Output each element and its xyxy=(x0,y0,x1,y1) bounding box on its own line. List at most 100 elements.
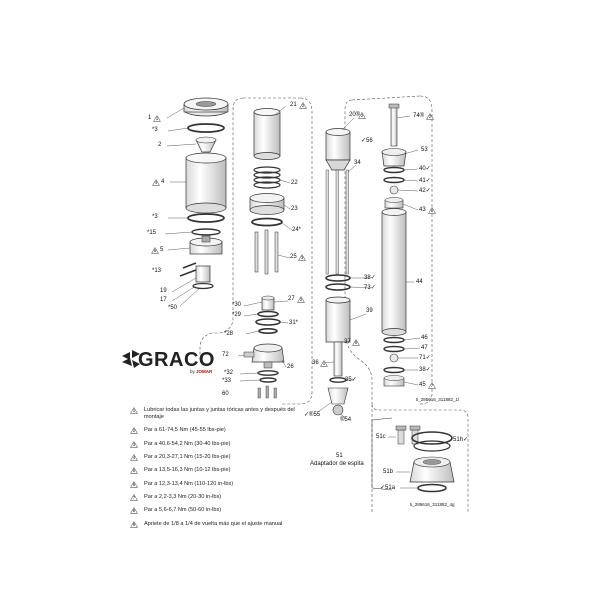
leader-line xyxy=(179,287,201,307)
leader-line xyxy=(171,277,197,293)
callout-number: 6 xyxy=(430,208,434,213)
part-71-ball xyxy=(389,353,399,363)
leader-line xyxy=(396,115,411,119)
label-part-19: 19 xyxy=(160,288,167,294)
leader-line xyxy=(317,401,333,413)
label-part-51: 51 xyxy=(336,453,343,459)
part-53-nut xyxy=(381,148,407,167)
callout-number: 2 xyxy=(360,113,364,118)
part-21-tube xyxy=(253,108,281,160)
part-24-ring xyxy=(251,217,283,227)
label-part-32: *32 xyxy=(224,370,234,376)
label-part-44: 44 xyxy=(416,279,423,285)
note-triangle: 4 xyxy=(130,454,138,461)
part-3-ring xyxy=(187,213,225,223)
note-triangle: 9 xyxy=(130,521,138,528)
leader-line xyxy=(164,231,193,235)
note-triangle: 6 xyxy=(130,481,138,488)
note-triangle: 3 xyxy=(130,441,138,448)
part-2-cone xyxy=(195,136,217,153)
leader-line xyxy=(167,247,191,251)
label-part-42: 42✓ xyxy=(419,188,431,194)
label-part-53: 53 xyxy=(421,147,428,153)
note-text: montaje xyxy=(144,414,164,420)
logo-sub: by JOMAR xyxy=(190,369,212,374)
label-part-15: *15 xyxy=(147,230,157,236)
part-19-fitting xyxy=(192,265,214,290)
graco-logo: GRACO by JOMAR xyxy=(138,349,215,374)
part-60-screws xyxy=(257,385,277,399)
callout-number: 5 xyxy=(153,248,157,253)
part-33-ring xyxy=(259,377,277,383)
note-triangle: 1 xyxy=(130,407,138,414)
leader-line xyxy=(341,117,355,131)
label-part-54: ®54 xyxy=(340,417,352,423)
leader-line xyxy=(279,321,289,324)
label-part-30: *30 xyxy=(232,302,242,308)
part-51b-body xyxy=(409,456,455,483)
part-47-ring xyxy=(383,345,405,353)
label-part-37: 37 xyxy=(344,339,351,345)
part-38-ring xyxy=(325,274,351,282)
leader-line xyxy=(166,143,197,147)
label-part-41: 41✓ xyxy=(419,178,431,184)
label-part-21: 21 xyxy=(290,102,297,108)
label-adapter: Adaptador de espita xyxy=(310,461,364,467)
callout-triangle: 1 xyxy=(320,360,328,367)
leader-line xyxy=(403,168,419,171)
logo-brand: GRACO xyxy=(138,349,215,371)
dashed-boundary xyxy=(351,95,421,101)
note-7: 7 Par a 2,2-3,3 Nm (20-30 in-lbs) xyxy=(130,494,221,502)
part-32-ring xyxy=(257,370,279,376)
label-part-5: 5 xyxy=(160,247,164,253)
note-number: 6 xyxy=(132,482,136,487)
note-number: 3 xyxy=(132,442,136,447)
label-part-51b: 51b xyxy=(383,469,394,475)
callout-triangle: 3 xyxy=(298,254,306,261)
callout-number: 2 xyxy=(301,103,305,108)
part-28-ring xyxy=(258,327,278,334)
label-part-4: 4 xyxy=(161,179,165,185)
note-1-continued: montaje xyxy=(144,414,164,422)
label-part-38b: 38✓ xyxy=(419,367,431,373)
leader-line xyxy=(167,127,189,132)
callout-triangle: 5 xyxy=(352,339,360,346)
label-part-36: 36 xyxy=(312,360,319,366)
label-part-50: *50 xyxy=(168,305,178,311)
note-number: 5 xyxy=(132,468,136,473)
note-text: Par a 12,3-13,4 Nm (110-120 in-lbs) xyxy=(144,481,234,487)
note-number: 1 xyxy=(132,408,136,413)
label-part-39: 39 xyxy=(366,308,373,314)
leader-line xyxy=(339,413,347,419)
note-triangle: 7 xyxy=(130,494,138,501)
label-part-26: 26 xyxy=(287,364,294,370)
note-number: 2 xyxy=(132,428,136,433)
leader-line xyxy=(349,313,367,321)
leader-line xyxy=(403,347,421,350)
note-number: 8 xyxy=(132,508,136,513)
graco-logo-mark xyxy=(122,350,140,368)
leader-line xyxy=(273,300,289,303)
label-part-29: *29 xyxy=(232,312,242,318)
note-text: Par a 5,6-6,7 Nm (50-60 in-lbs) xyxy=(144,507,222,513)
dashed-boundary xyxy=(344,99,373,404)
part-1-cap xyxy=(183,97,229,117)
leader-line xyxy=(275,105,287,115)
leader-line xyxy=(349,286,371,289)
adapter-bracket xyxy=(371,417,393,491)
leader-line xyxy=(245,330,260,335)
note-text: Par a 61-74,5 Nm (45-55 lbs-pie) xyxy=(144,427,226,433)
note-text: Par a 2,2-3,3 Nm (20-30 in-lbs) xyxy=(144,494,222,500)
figure-id-2: ti_285616_311882_4g xyxy=(410,502,455,507)
part-51h-ring xyxy=(411,431,453,452)
part-27-valve xyxy=(261,295,275,311)
leader-line xyxy=(171,285,197,302)
note-triangle: 2 xyxy=(130,427,138,434)
callout-number: 1 xyxy=(155,116,159,121)
part-41-ring xyxy=(383,176,405,184)
figure-id-1: ti_285616_311882_1l xyxy=(416,397,459,402)
